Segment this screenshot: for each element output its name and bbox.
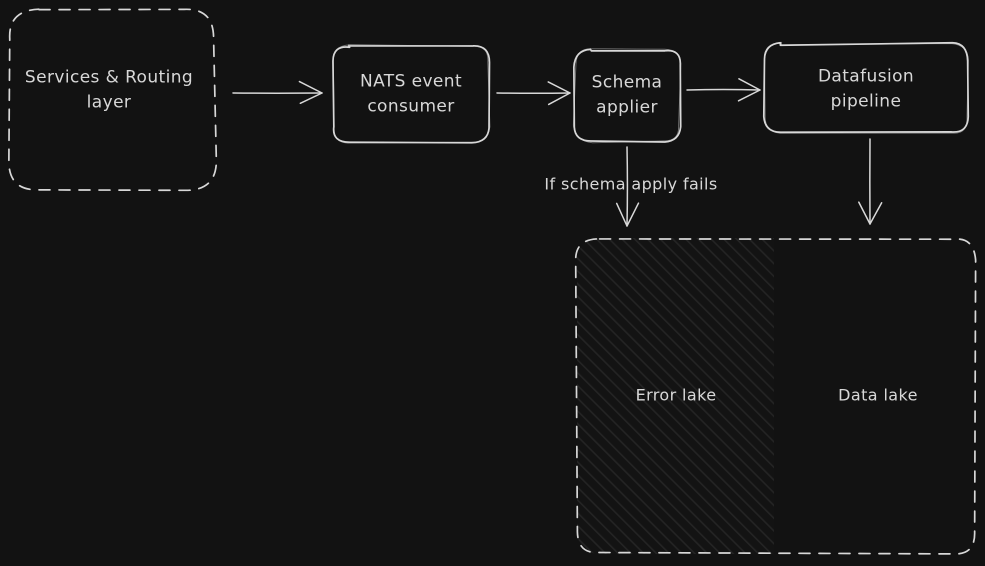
edge-services-to-nats xyxy=(232,80,323,105)
error-lake-fill xyxy=(577,238,774,554)
node-schema-applier-outline-pass2 xyxy=(572,48,682,144)
lake-fill-group xyxy=(577,238,975,554)
node-datafusion-outline xyxy=(762,41,970,134)
node-datafusion-outline-pass2 xyxy=(764,41,969,134)
lake-container-outline xyxy=(574,238,977,555)
node-nats[interactable] xyxy=(332,44,491,144)
node-nats-outline xyxy=(332,44,491,144)
node-nats-outline-pass2 xyxy=(332,44,491,144)
data-lake-fill xyxy=(774,238,975,554)
edge-nats-to-schema-arrowhead xyxy=(547,81,571,106)
node-services-outline xyxy=(8,8,218,192)
edge-services-to-nats-arrowhead xyxy=(298,80,323,105)
edge-nats-to-schema xyxy=(496,81,571,106)
edge-schema-to-error-lake-arrowhead xyxy=(615,202,640,227)
node-schema-applier[interactable] xyxy=(572,48,682,144)
edge-arrow-group xyxy=(232,78,883,227)
node-outline-group xyxy=(8,8,977,555)
edge-schema-to-datafusion-shaft xyxy=(686,88,761,91)
edge-datafusion-to-data-lake-arrowhead xyxy=(858,201,883,225)
edge-schema-to-error-lake xyxy=(615,146,640,227)
node-services[interactable] xyxy=(8,8,218,192)
node-schema-applier-outline xyxy=(573,48,682,143)
edge-datafusion-to-data-lake xyxy=(858,138,883,225)
edge-schema-to-datafusion-arrowhead xyxy=(737,78,761,102)
edge-schema-to-datafusion xyxy=(686,78,761,102)
node-datafusion[interactable] xyxy=(762,41,970,134)
